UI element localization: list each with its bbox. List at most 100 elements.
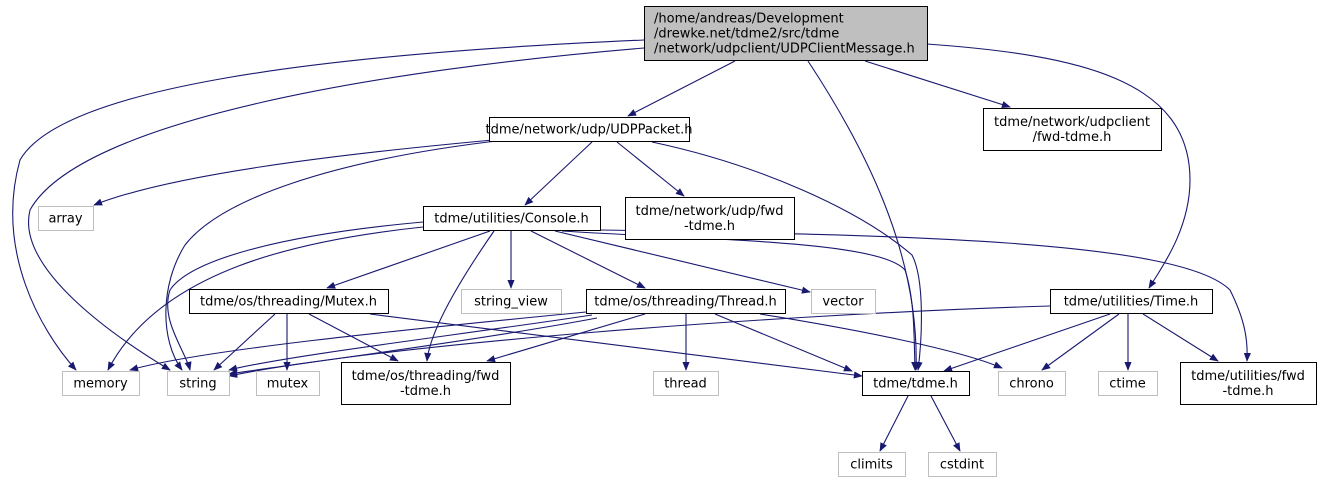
node-label-line: tdme/network/udpclient [994,115,1150,130]
node-box [167,371,230,396]
edge-time-utilfwd [1142,313,1219,362]
node-box [928,452,997,477]
node-root[interactable]: /home/andreas/Development/drewke.net/tdm… [644,6,928,61]
node-threading-fwd[interactable]: tdme/os/threading/fwd-tdme.h [341,362,511,405]
node-udp-fwd[interactable]: tdme/network/udp/fwd-tdme.h [625,197,795,240]
node-box [423,206,601,231]
node-label-line: thread [664,377,707,392]
node-box [625,197,795,240]
node-udppacket[interactable]: tdme/network/udp/UDPPacket.h [486,117,693,142]
edge-root-memory [12,39,645,371]
node-label-line: string [179,377,216,392]
node-label-line: climits [850,458,893,473]
node-label-line: -tdme.h [684,219,735,234]
edge-time-chrono [1041,313,1120,371]
node-label-line: /home/andreas/Development [654,12,844,27]
edge-root-time [926,43,1191,289]
node-box [256,371,320,396]
node-label-line: tdme/os/threading/fwd [352,369,500,384]
edge-console-string [167,221,424,371]
node-label-line: string_view [474,295,548,310]
node-string: string [167,371,230,396]
node-label-line: vector [822,295,864,310]
node-label-line: /drewke.net/tdme2/src/tdme [654,27,839,42]
dependency-edges [12,39,1251,452]
edge-time-tdme [943,313,1111,372]
node-mutex-h[interactable]: tdme/os/threading/Mutex.h [189,289,389,314]
node-label-line: tdme/os/threading/Mutex.h [200,295,377,310]
node-label-line: /fwd-tdme.h [1033,130,1112,145]
edge-tdme-climits [879,395,909,452]
node-box [838,452,906,477]
node-box [653,371,719,396]
node-thread-h[interactable]: tdme/os/threading/Thread.h [586,289,786,314]
node-memory: memory [62,371,140,396]
edge-time-string [228,305,1051,378]
edge-udp-tdme [651,141,923,371]
node-label-line: tdme/os/threading/Thread.h [594,295,776,310]
node-box [1098,371,1158,396]
node-label-line: tdme/utilities/Console.h [434,212,588,227]
edge-console-memory [107,226,424,371]
node-mutex: mutex [256,371,320,396]
node-box [189,289,389,314]
node-label-line: tdme/utilities/fwd [1191,369,1305,384]
node-box [811,289,876,314]
node-ctime: ctime [1098,371,1158,396]
node-tdme-h[interactable]: tdme/tdme.h [862,371,970,396]
node-label-line: chrono [1009,377,1054,392]
edge-thread-memory [129,311,587,372]
node-box [341,362,511,405]
node-label-line: tdme/utilities/Time.h [1064,295,1199,310]
edge-udp-udpfwd [616,141,685,197]
node-label-line: -tdme.h [1222,384,1273,399]
node-box [862,371,970,396]
node-label-line: tdme/tdme.h [873,377,958,392]
edge-tdme-cstdint [930,395,961,452]
node-label-line: ctime [1109,377,1146,392]
edge-mutex-string [213,313,276,371]
node-cstdint: cstdint [928,452,997,477]
node-chrono: chrono [998,371,1066,396]
node-box [998,371,1066,396]
edge-root-udpfwd [864,60,1011,108]
node-label-line: /network/udpclient/UDPClientMessage.h [654,42,915,57]
node-box [644,6,928,61]
edge-udp-console [524,141,593,206]
node-box [461,289,562,314]
edge-mutex-threadfwd [308,313,399,362]
node-label-line: array [48,212,82,227]
edge-udp-string [165,139,506,371]
edge-console-vector [554,230,811,294]
node-label-line: tdme/network/udp/UDPPacket.h [486,123,693,138]
node-utilities-fwd[interactable]: tdme/utilities/fwd-tdme.h [1180,362,1317,405]
edge-console-threadfwd [424,230,495,362]
node-array: array [38,206,94,231]
node-climits: climits [838,452,906,477]
node-console[interactable]: tdme/utilities/Console.h [423,206,601,231]
node-label-line: -tdme.h [400,384,451,399]
node-box [1180,362,1317,405]
edge-mutex-tdme [369,313,863,379]
node-time-h[interactable]: tdme/utilities/Time.h [1050,289,1213,314]
edge-root-tdme [807,60,920,371]
edge-thread-threadfwd [486,313,646,363]
node-label-line: mutex [267,377,309,392]
node-thread: thread [653,371,719,396]
edge-thread-tdme [714,313,853,372]
node-vector: vector [811,289,876,314]
edge-thread-chrono [759,313,1003,369]
node-box [62,371,140,396]
node-udpclient-fwd[interactable]: tdme/network/udpclient/fwd-tdme.h [983,108,1162,151]
edge-console-thread [530,230,646,289]
edge-root-udppacket [627,60,736,117]
node-box [38,206,94,231]
edge-console-mutex [326,230,491,289]
node-label-line: memory [73,377,128,392]
edge-root-string [28,47,645,371]
node-label-line: tdme/network/udp/fwd [636,204,784,219]
node-box [1050,289,1213,314]
node-box [983,108,1162,151]
node-label-line: cstdint [940,458,984,473]
